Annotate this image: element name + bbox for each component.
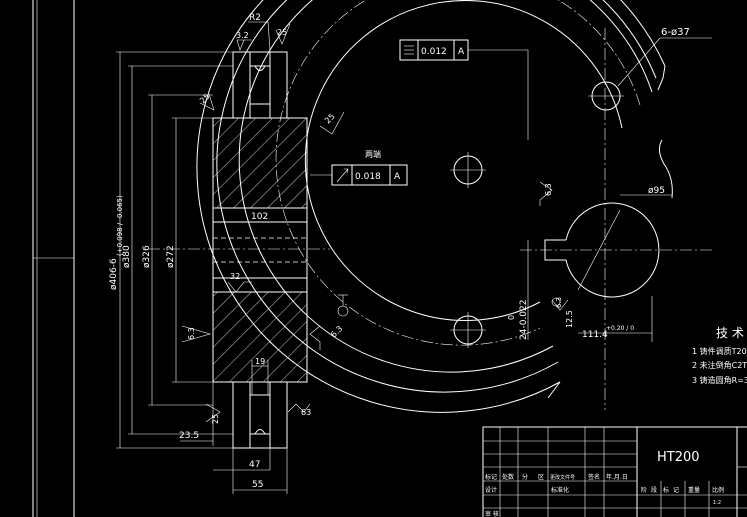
ra-63-right: 6.3 [329, 324, 344, 339]
flatness-tolerance-frame: 0.012 A [399, 39, 469, 61]
dim-d326: ø326 [142, 245, 152, 268]
stage-label-1: 阶 [641, 486, 647, 494]
ra-63-right-view: 6.3 [544, 183, 553, 196]
rim-bottom-flange [232, 382, 288, 449]
bore-diameter: ø95 [648, 186, 665, 196]
dim-r2: R2 [249, 13, 261, 23]
datum-a-symbol [337, 294, 349, 317]
header-label-2: 处数 [502, 473, 514, 481]
ra-125: 12.5 [565, 310, 574, 328]
header-label-1: 标记 [485, 473, 497, 481]
keyway-width-note: 0 [507, 315, 516, 320]
header-label-4: 区 [538, 474, 544, 481]
header-label-7: 年.月.日 [606, 473, 628, 481]
hub-upper-section [212, 117, 308, 209]
ra-25-bottom: 25 [211, 414, 220, 424]
keyway [544, 239, 566, 261]
holes-callout: 6-ø37 [661, 27, 690, 38]
flatness-value: 0.012 [421, 47, 447, 57]
header-label-3: 分 [522, 473, 528, 481]
stage-label-4: 记 [673, 487, 679, 494]
tech-heading: 技 术 要 [716, 326, 747, 340]
central-bore [565, 202, 660, 298]
stage-label-3: 标 [663, 486, 669, 494]
review-label: 审 核 [485, 510, 499, 517]
header-label-6: 签名 [588, 473, 600, 481]
dim-d272: ø272 [166, 245, 176, 268]
dim-47: 47 [249, 460, 260, 470]
keyway-depth: 111.4 [582, 330, 608, 340]
scale-value: 1:2 [713, 500, 721, 506]
ra-32-mid: 32 [230, 272, 240, 281]
stage-label-5: 重量 [688, 486, 700, 494]
ra-circle: 6.3 [555, 297, 563, 308]
row-label-standard: 标准化 [551, 486, 569, 494]
tech-item-3: 3 铸造圆角R=3~ [692, 375, 747, 385]
dim-55: 55 [252, 480, 263, 490]
drawing-frame [32, 0, 75, 517]
stage-label-6: 比例 [712, 486, 724, 494]
runout-value: 0.018 [355, 172, 381, 182]
row-label-design: 设计 [485, 486, 497, 494]
right-front-view: 6-ø37 ø95 0.012 A 0 24-0.022 111.4 +0.20… [196, 0, 715, 413]
tech-item-1: 1 铸件调质T20 [692, 346, 747, 356]
stage-label-2: 段 [651, 486, 657, 494]
ra-32-top: 3.2 [236, 31, 249, 40]
ra-63-bottom: 63 [301, 408, 311, 417]
dim-d-outer: ø406-6 [109, 258, 119, 290]
flatness-datum: A [458, 47, 465, 57]
hub-lower-section [212, 291, 308, 383]
runout-tolerance-frame: 0.018 A [331, 164, 408, 186]
dim-23-5: 23.5 [179, 431, 199, 441]
runout-datum: A [394, 172, 401, 182]
ra-25-side: 25 [323, 112, 337, 126]
dim-groove: 19 [255, 357, 265, 366]
technical-requirements: 技 术 要 1 铸件调质T20 2 未注倒角C2T 3 铸造圆角R=3~ [692, 326, 747, 385]
keyway-width: 24-0.022 [519, 300, 529, 340]
dim-hub-length: 102 [251, 212, 268, 222]
header-label-5: 更改文件号 [550, 474, 575, 481]
dim-d380: ø380 [122, 245, 132, 268]
ra-63-left: 6.3 [187, 327, 196, 340]
tech-item-2: 2 未注倒角C2T [692, 360, 747, 370]
left-section-view: ø406-6 (+0.098 / -0.065) ø380 ø326 ø272 … [109, 13, 408, 494]
dim-d-outer-tol: (+0.098 / -0.065) [116, 195, 124, 256]
material-label: HT200 [657, 450, 700, 465]
ra-25-chamfer: 25 [198, 92, 212, 106]
title-block: HT200 标记 处数 分 区 更改文件号 签名 年.月.日 设计 标准化 阶 … [482, 426, 747, 517]
rim-top-flange [232, 51, 288, 118]
runout-note-label: 两端 [365, 149, 381, 159]
keyway-depth-tol: +0.20 / 0 [606, 325, 634, 332]
outer-rim-arc [196, 0, 666, 413]
